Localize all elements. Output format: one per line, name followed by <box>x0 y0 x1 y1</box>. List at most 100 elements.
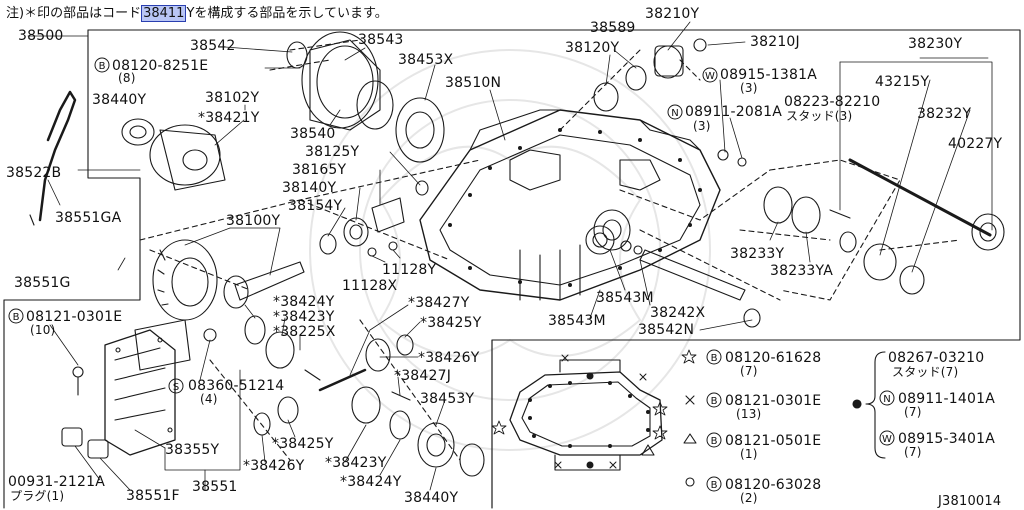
inset-cross-markers <box>554 354 647 469</box>
part-label-38500[interactable]: 38500 <box>18 28 64 44</box>
legend-dot-n[interactable]: 08911-1401A <box>898 391 995 407</box>
stud-08223 <box>829 209 851 219</box>
part-label-38542n[interactable]: 38542N <box>638 322 695 338</box>
part-label-38551f[interactable]: 38551F <box>126 488 180 504</box>
part-label-38225x[interactable]: *38225X <box>273 324 336 340</box>
part-label-38423y-b[interactable]: *38423Y <box>325 455 387 471</box>
part-label-08911-2081a[interactable]: 08911-2081A <box>685 104 782 120</box>
part-label-08360-51214[interactable]: 08360-51214 <box>188 378 285 394</box>
qty-08915-1381a: (3) <box>740 81 758 95</box>
part-label-38589[interactable]: 38589 <box>590 20 636 36</box>
frame-left <box>3 29 141 301</box>
part-label-38440y-top[interactable]: 38440Y <box>92 92 147 108</box>
part-label-38426y-a[interactable]: *38426Y <box>418 350 480 366</box>
washer-38424y-b <box>389 410 411 440</box>
part-label-08915-1381a[interactable]: 08915-1381A <box>720 67 817 83</box>
part-label-38453x[interactable]: 38453X <box>398 52 454 68</box>
part-label-38233ya[interactable]: 38233YA <box>770 263 833 279</box>
part-label-08120-8251e[interactable]: 08120-8251E <box>112 58 209 74</box>
part-label-08223-82210[interactable]: 08223-82210 <box>784 94 881 110</box>
part-label-38510n[interactable]: 38510N <box>445 75 502 91</box>
part-label-00931-2121a[interactable]: 00931-2121A <box>8 474 105 490</box>
svg-text:W: W <box>882 434 892 445</box>
seal-38542 <box>286 41 308 69</box>
legend-cross-part[interactable]: 08121-0301E <box>725 393 822 409</box>
part-label-38543m-right[interactable]: 38543M <box>596 290 654 306</box>
part-label-38427j[interactable]: *38427J <box>394 368 452 384</box>
part-label-38543m-left[interactable]: 38543M <box>548 313 606 329</box>
side-tube-38242x <box>593 209 761 328</box>
highlighted-code[interactable]: 38411 <box>141 5 187 22</box>
part-label-38551[interactable]: 38551 <box>192 479 238 495</box>
part-label-38551ga[interactable]: 38551GA <box>55 210 122 226</box>
part-label-38423y-a[interactable]: *38423Y <box>273 309 335 325</box>
carrier-housing <box>419 109 721 301</box>
part-label-43215y[interactable]: 43215Y <box>875 74 930 90</box>
ring-gear <box>152 239 218 321</box>
qty-08120-8251e: (8) <box>118 71 136 85</box>
part-label-38425y-b[interactable]: *38425Y <box>272 436 334 452</box>
svg-text:N: N <box>671 108 678 119</box>
part-label-38230y[interactable]: 38230Y <box>908 36 963 52</box>
part-label-38355y[interactable]: 38355Y <box>165 442 220 458</box>
part-label-38125y[interactable]: 38125Y <box>305 144 360 160</box>
part-label-38154y[interactable]: 38154Y <box>288 198 343 214</box>
part-label-38542[interactable]: 38542 <box>190 38 236 54</box>
part-label-38424y-b[interactable]: *38424Y <box>340 474 402 490</box>
part-label-38424y-a[interactable]: *38424Y <box>273 294 335 310</box>
part-label-38453y[interactable]: 38453Y <box>420 391 475 407</box>
note-suffix: Yを構成する部品を示しています。 <box>186 6 388 21</box>
pin-38427j <box>391 391 411 401</box>
legend-brace <box>865 351 886 459</box>
svg-text:B: B <box>99 61 106 72</box>
part-label-38551g[interactable]: 38551G <box>14 275 71 291</box>
part-label-38427y[interactable]: *38427Y <box>408 295 470 311</box>
inset-star-left <box>491 420 507 435</box>
legend-star-part[interactable]: 08120-61628 <box>725 350 822 366</box>
part-label-38232y[interactable]: 38232Y <box>917 106 972 122</box>
part-label-38540[interactable]: 38540 <box>290 126 336 142</box>
part-label-38100y[interactable]: 38100Y <box>226 213 281 229</box>
part-label-38421y[interactable]: *38421Y <box>198 110 260 126</box>
svg-text:S: S <box>173 382 179 393</box>
shim-38154y <box>319 233 337 255</box>
gasket-38453x <box>395 97 445 163</box>
part-label-38426y-b[interactable]: *38426Y <box>243 458 305 474</box>
part-label-38242x[interactable]: 38242X <box>650 305 706 321</box>
part-label-38102y[interactable]: 38102Y <box>205 90 260 106</box>
part-label-38425y-a[interactable]: *38425Y <box>420 315 482 331</box>
breather-hose <box>38 90 77 222</box>
part-label-38120y[interactable]: 38120Y <box>565 40 620 56</box>
part-label-38210y[interactable]: 38210Y <box>645 6 700 22</box>
part-label-11128x[interactable]: 11128X <box>342 278 398 294</box>
svg-text:B: B <box>711 436 718 447</box>
part-label-11128y[interactable]: 11128Y <box>382 262 437 278</box>
legend-circle-qty: (2) <box>740 491 758 505</box>
part-label-38210j[interactable]: 38210J <box>750 34 800 50</box>
legend-star-qty: (7) <box>740 364 758 378</box>
legend-dot-stud[interactable]: 08267-03210 <box>888 350 985 366</box>
part-label-38522b[interactable]: 38522B <box>6 165 62 181</box>
part-label-38440y-bot[interactable]: 38440Y <box>404 490 459 506</box>
side-gear-38423y-b <box>351 386 381 424</box>
shaft-38427y <box>318 368 367 392</box>
drive-pinion <box>223 261 305 309</box>
part-label-38543[interactable]: 38543 <box>358 32 404 48</box>
part-label-38140y[interactable]: 38140Y <box>282 180 337 196</box>
bolt-08121 <box>72 366 84 378</box>
differential-case <box>149 124 226 191</box>
part-label-38165y[interactable]: 38165Y <box>292 162 347 178</box>
legend-dot-n-qty: (7) <box>904 405 922 419</box>
drain-plugs <box>61 427 109 459</box>
part-label-38233y[interactable]: 38233Y <box>730 246 785 262</box>
right-axle-assembly <box>839 158 1005 295</box>
legend-dot-w[interactable]: 08915-3401A <box>898 431 995 447</box>
part-label-08121-0301e[interactable]: 08121-0301E <box>26 309 123 325</box>
legend-triangle-part[interactable]: 08121-0501E <box>725 433 822 449</box>
inset-star-1 <box>652 401 668 416</box>
legend-circle-part[interactable]: 08120-63028 <box>725 477 822 493</box>
part-label-40227y[interactable]: 40227Y <box>948 136 1003 152</box>
diagram-id: J3810014 <box>938 494 1002 509</box>
